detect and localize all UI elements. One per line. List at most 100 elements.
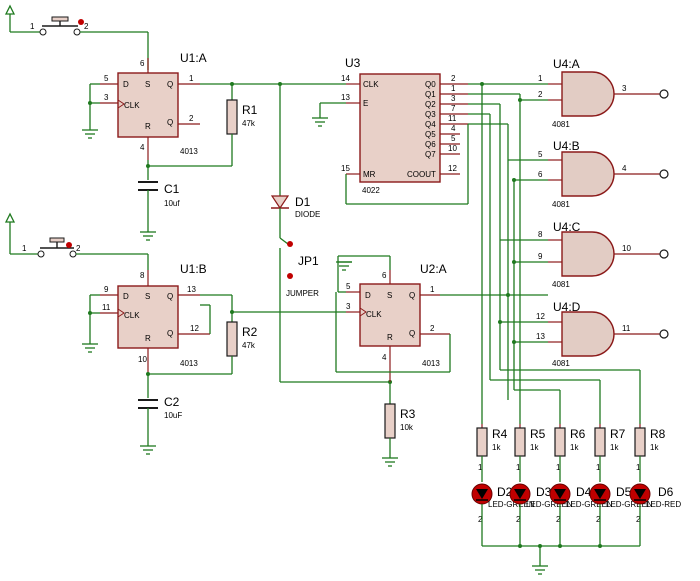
resistor-r8: R8 1k 1: [634, 424, 666, 482]
svg-text:5: 5: [346, 282, 351, 291]
svg-text:3: 3: [104, 93, 109, 102]
and-gate-u4d: U4:D 12 13 11 4081: [536, 300, 669, 368]
svg-text:15: 15: [341, 164, 350, 173]
capacitor-c2: C2 10uF: [138, 395, 182, 420]
svg-text:4081: 4081: [552, 120, 570, 129]
svg-text:Q: Q: [167, 292, 173, 301]
svg-text:LED-GREEN: LED-GREEN: [606, 500, 653, 509]
power-terminal-2: [4, 212, 38, 255]
svg-text:11: 11: [448, 114, 457, 123]
svg-text:47k: 47k: [242, 119, 256, 128]
svg-text:1: 1: [22, 244, 27, 253]
svg-text:2: 2: [76, 244, 81, 253]
u2a-part: 4013: [422, 359, 440, 368]
svg-text:1: 1: [430, 285, 435, 294]
svg-text:5: 5: [538, 150, 543, 159]
and-gate-u4b: U4:B 5 6 4 4081: [538, 139, 669, 209]
svg-text:U4:B: U4:B: [553, 139, 580, 153]
svg-text:6: 6: [140, 59, 145, 68]
svg-text:2: 2: [478, 515, 483, 524]
flipflop-u1b: 8 D CLK S R Q Q U1:B 4013 9 11 13 12 10: [100, 262, 210, 374]
ground-symbol: [140, 231, 156, 241]
u3-ref: U3: [345, 56, 361, 70]
svg-text:Q1: Q1: [425, 90, 436, 99]
svg-text:10k: 10k: [400, 423, 414, 432]
svg-text:D: D: [123, 292, 129, 301]
pushbutton-switch-2[interactable]: 1 2: [22, 237, 149, 270]
flipflop-u2a: U2:A 6 D CLK S R Q Q 5 3 1 2 4 4013: [346, 262, 450, 382]
svg-text:4081: 4081: [552, 359, 570, 368]
svg-text:D: D: [123, 80, 129, 89]
svg-text:6: 6: [382, 271, 387, 280]
svg-text:R4: R4: [492, 427, 508, 441]
svg-text:1k: 1k: [610, 443, 619, 452]
svg-text:LED-GREEN: LED-GREEN: [526, 500, 573, 509]
svg-text:R2: R2: [242, 325, 258, 339]
svg-text:Q: Q: [409, 291, 415, 300]
svg-text:R3: R3: [400, 407, 416, 421]
svg-text:JP1: JP1: [298, 254, 319, 268]
jumper-jp1[interactable]: JP1 JUMPER: [286, 241, 319, 298]
svg-text:1k: 1k: [650, 443, 659, 452]
svg-text:2: 2: [189, 114, 194, 123]
u2a-ref: U2:A: [420, 262, 447, 276]
svg-text:R6: R6: [570, 427, 586, 441]
ground-symbol: [336, 261, 352, 271]
svg-text:2: 2: [430, 324, 435, 333]
svg-text:3: 3: [346, 302, 351, 311]
ground-symbol: [82, 343, 98, 353]
svg-text:3: 3: [622, 84, 627, 93]
svg-text:2: 2: [636, 515, 641, 524]
svg-text:D4: D4: [576, 485, 592, 499]
svg-text:R7: R7: [610, 427, 626, 441]
svg-text:5: 5: [451, 134, 456, 143]
flipflop-u1a: 6 D CLK S R Q Q U1:A 4013 5 3 1 2 4: [100, 51, 207, 160]
svg-text:U4:D: U4:D: [553, 300, 581, 314]
svg-text:12: 12: [190, 324, 199, 333]
svg-text:2: 2: [516, 515, 521, 524]
svg-text:COOUT: COOUT: [407, 170, 436, 179]
svg-text:S: S: [145, 80, 150, 89]
led-d3: D3 LED-GREEN 2: [509, 483, 573, 524]
svg-text:8: 8: [538, 230, 543, 239]
svg-text:D5: D5: [616, 485, 632, 499]
svg-text:1k: 1k: [530, 443, 539, 452]
capacitor-c1: C1 10uf: [138, 181, 180, 208]
svg-text:3: 3: [451, 94, 456, 103]
svg-text:1: 1: [451, 84, 456, 93]
led-d5: D5 LED-GREEN 2: [589, 483, 653, 524]
svg-text:CLK: CLK: [363, 80, 379, 89]
svg-text:4081: 4081: [552, 280, 570, 289]
svg-text:S: S: [387, 291, 392, 300]
svg-text:9: 9: [104, 285, 109, 294]
pushbutton-switch-1[interactable]: 1 2: [30, 16, 149, 70]
svg-text:LED-GREEN: LED-GREEN: [488, 500, 535, 509]
svg-text:JUMPER: JUMPER: [286, 289, 319, 298]
svg-text:14: 14: [341, 74, 350, 83]
u1a-ref: U1:A: [180, 51, 207, 65]
svg-text:CLK: CLK: [366, 310, 382, 319]
svg-text:1: 1: [636, 463, 641, 472]
svg-text:1: 1: [596, 463, 601, 472]
svg-text:6: 6: [538, 170, 543, 179]
svg-text:Q2: Q2: [425, 100, 436, 109]
ground-symbol: [140, 445, 156, 455]
svg-text:1: 1: [556, 463, 561, 472]
svg-text:Q4: Q4: [425, 120, 436, 129]
resistor-r1: R1 47k: [226, 99, 258, 135]
ground-symbol: [312, 117, 328, 127]
svg-text:D: D: [365, 291, 371, 300]
svg-text:2: 2: [451, 74, 456, 83]
svg-text:1: 1: [516, 463, 521, 472]
svg-text:1k: 1k: [492, 443, 501, 452]
led-d4: D4 LED-GREEN 2: [549, 483, 613, 524]
svg-text:4: 4: [622, 164, 627, 173]
svg-text:D3: D3: [536, 485, 552, 499]
resistor-r2: R2 47k: [226, 321, 258, 357]
ground-symbol: [382, 457, 398, 467]
svg-text:Q5: Q5: [425, 130, 436, 139]
svg-text:13: 13: [536, 332, 545, 341]
svg-text:S: S: [145, 292, 150, 301]
svg-text:10: 10: [622, 244, 631, 253]
